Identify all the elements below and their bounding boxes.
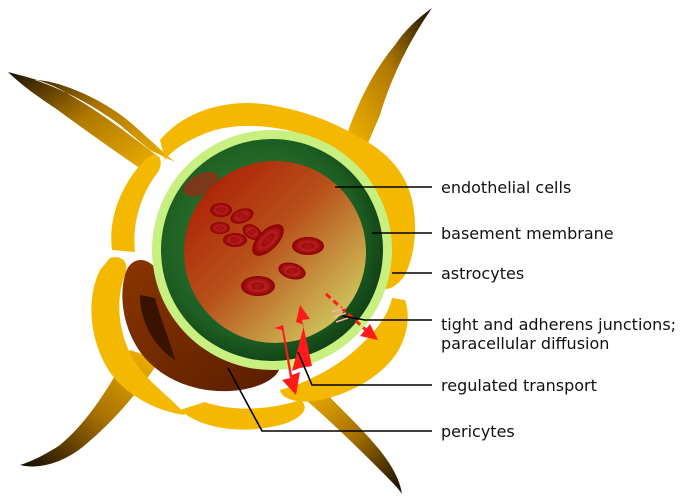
paracellular-diffusion-arrow xyxy=(324,292,378,340)
red-blood-cell xyxy=(242,224,262,240)
red-blood-cells xyxy=(210,203,324,296)
astrocyte-process-lower-left xyxy=(20,350,160,467)
leader-junctions xyxy=(341,315,432,321)
red-blood-cell xyxy=(223,233,247,247)
red-blood-cell xyxy=(210,222,230,234)
red-blood-cell xyxy=(230,208,254,224)
tight-junction-icon xyxy=(331,307,349,323)
astrocyte-process-upper-left xyxy=(8,72,175,175)
leader-pericytes xyxy=(227,367,432,432)
red-blood-cell xyxy=(210,203,232,217)
label-junctions-line2: paracellular diffusion xyxy=(441,334,609,353)
regulated-transport-arrows xyxy=(274,305,312,395)
red-blood-cell xyxy=(292,237,324,255)
leader-lines xyxy=(227,186,432,432)
transport-arrow-up-icon xyxy=(292,305,312,371)
label-astrocytes: astrocytes xyxy=(441,264,524,283)
red-blood-cell xyxy=(252,224,284,256)
red-blood-cell xyxy=(278,262,306,280)
label-regulated-transport: regulated transport xyxy=(441,376,597,395)
label-pericytes: pericytes xyxy=(441,422,515,441)
label-junctions-line1: tight and adherens junctions; xyxy=(441,315,676,334)
transport-arrow-down-icon xyxy=(274,325,300,395)
astrocyte-process-upper-right xyxy=(345,8,432,150)
astrocyte-process-lower-right xyxy=(300,385,402,494)
red-blood-cell xyxy=(241,276,275,296)
paracellular-arrowhead-icon xyxy=(360,324,378,340)
label-basement-membrane: basement membrane xyxy=(441,224,614,243)
label-endothelial-cells: endothelial cells xyxy=(441,178,571,197)
leader-transport xyxy=(297,351,432,386)
